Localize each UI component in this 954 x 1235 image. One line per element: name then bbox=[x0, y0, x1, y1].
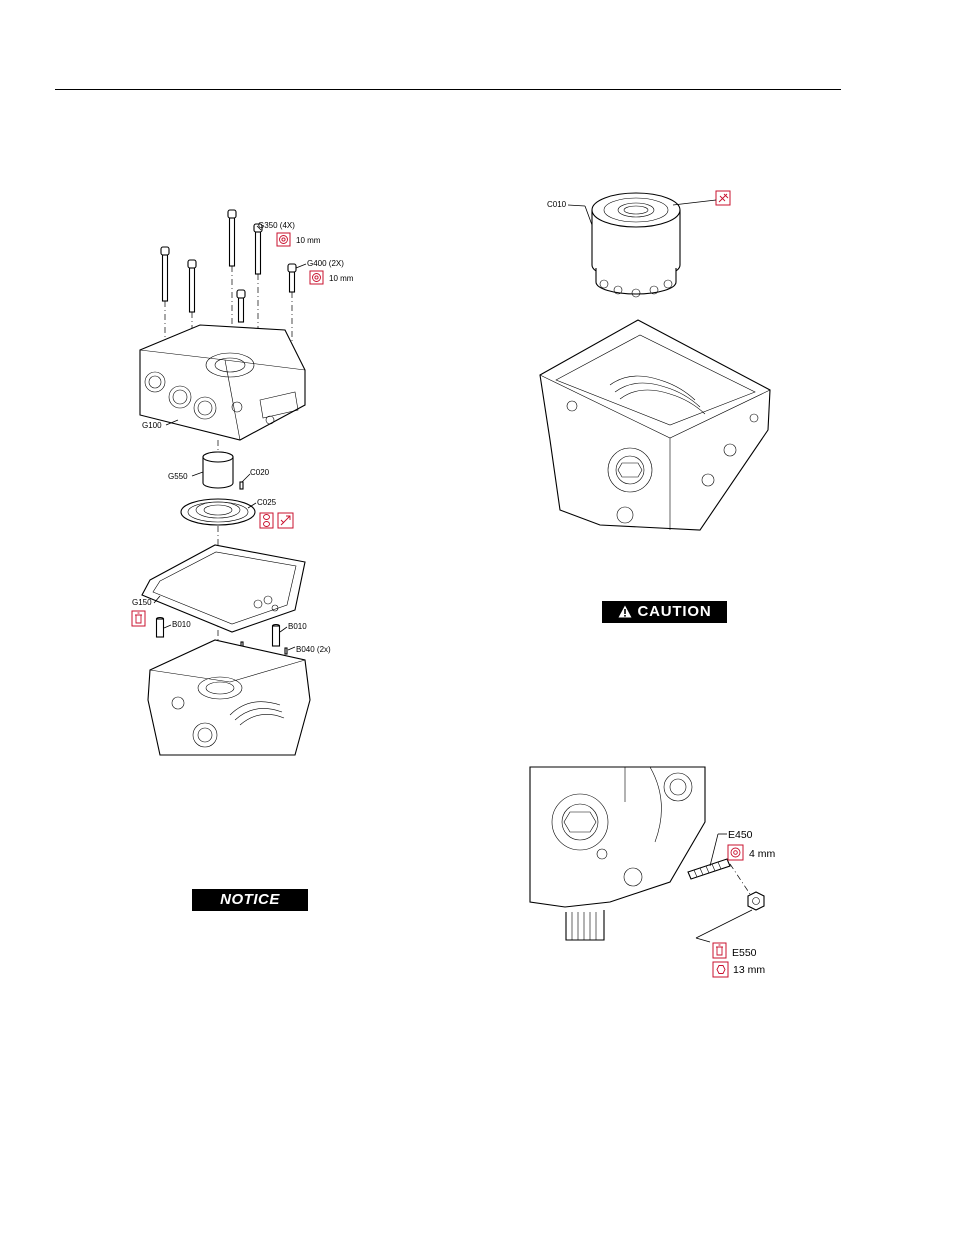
pump-housing bbox=[540, 320, 770, 530]
label-c020: C020 bbox=[250, 468, 270, 477]
sleeve-g550 bbox=[203, 452, 233, 488]
hex-socket-icon bbox=[310, 271, 323, 284]
label-g400-size: 10 mm bbox=[329, 274, 354, 283]
bolt-g350-1 bbox=[228, 210, 236, 266]
housing-g100 bbox=[140, 325, 305, 440]
bolt-g350-4 bbox=[188, 260, 196, 312]
replace-part-icon bbox=[132, 611, 145, 626]
label-g150: G150 bbox=[132, 598, 152, 607]
warning-triangle-icon bbox=[618, 605, 632, 618]
bolt-g350-3 bbox=[161, 247, 169, 301]
label-b010-right: B010 bbox=[288, 622, 307, 631]
torque-icon bbox=[278, 513, 293, 528]
notice-banner: NOTICE bbox=[192, 889, 308, 911]
stud-e450 bbox=[688, 859, 730, 879]
caution-banner: CAUTION bbox=[602, 601, 727, 623]
housing-detail bbox=[530, 767, 705, 940]
nut-e550 bbox=[748, 892, 764, 910]
bolt-g350-2 bbox=[254, 224, 262, 274]
label-b010-left: B010 bbox=[172, 620, 191, 629]
cylinder-block-figure: C010 bbox=[530, 180, 790, 540]
dowel-b010-left bbox=[157, 618, 164, 638]
lubricate-icon bbox=[260, 513, 273, 528]
label-b040: B040 (2x) bbox=[296, 645, 331, 654]
pin-c020 bbox=[240, 482, 243, 489]
label-e450: E450 bbox=[728, 829, 753, 841]
pin-b040-2 bbox=[285, 648, 287, 654]
label-g400: G400 (2X) bbox=[307, 259, 344, 268]
label-e450-size: 4 mm bbox=[749, 848, 776, 860]
stud-and-nut-figure: E450 4 mm E550 13 mm bbox=[530, 762, 790, 987]
hex-socket-icon bbox=[277, 233, 290, 246]
label-g350: G350 (4X) bbox=[258, 221, 295, 230]
header-rule bbox=[55, 89, 841, 90]
replace-part-icon bbox=[713, 943, 726, 958]
hex-socket-icon bbox=[713, 962, 728, 977]
bearing-plate-c025 bbox=[181, 499, 255, 525]
gasket-g150 bbox=[142, 545, 305, 632]
caution-label: CAUTION bbox=[638, 603, 712, 620]
label-c010: C010 bbox=[547, 200, 567, 209]
bolt-g400-1 bbox=[288, 264, 296, 292]
exploded-center-section-figure: G350 (4X) 10 mm G400 (2X) 10 mm G100 G55… bbox=[120, 200, 370, 760]
cylinder-block-c010 bbox=[592, 193, 680, 297]
label-g350-size: 10 mm bbox=[296, 236, 321, 245]
label-e550-size: 13 mm bbox=[733, 964, 765, 976]
label-c025: C025 bbox=[257, 498, 277, 507]
lower-housing bbox=[148, 640, 310, 755]
lubricate-icon bbox=[716, 191, 730, 205]
bolt-g400-2 bbox=[237, 290, 245, 322]
label-e550: E550 bbox=[732, 947, 757, 959]
dowel-b010-right bbox=[273, 625, 280, 647]
label-g550: G550 bbox=[168, 472, 188, 481]
label-g100: G100 bbox=[142, 421, 162, 430]
hex-wrench-icon bbox=[728, 845, 743, 860]
